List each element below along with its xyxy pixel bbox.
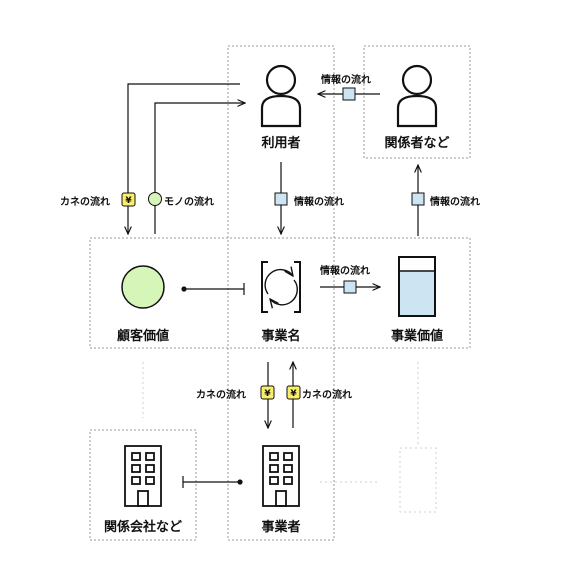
operator-building-icon: [262, 445, 300, 507]
customer-value-label: 顧客価値: [116, 329, 170, 344]
info-marker-user-to-business: [274, 192, 288, 206]
related-company-label: 関係会社など: [103, 520, 183, 535]
info-marker-stakeholders-to-user: [342, 87, 356, 101]
flow-label-goods-to-customer: モノの流れ: [164, 197, 214, 208]
placeholder-box: [399, 447, 437, 513]
stakeholders-box: [363, 45, 471, 159]
business-name-label: 事業名: [261, 329, 301, 344]
info-marker-value-to-stakeholders: [411, 192, 425, 206]
business-cycle-icon: [261, 261, 301, 313]
money-arrow-to-customer: [128, 83, 240, 234]
money-marker-to-operator: [260, 385, 275, 400]
business-value-label: 事業価値: [390, 329, 444, 344]
stakeholders-label: 関係者など: [384, 136, 450, 151]
info-marker-business-to-value: [343, 280, 357, 294]
money-marker-to-customer: [121, 192, 136, 207]
center-column-box: [227, 45, 335, 541]
money-marker-from-operator: [286, 385, 301, 400]
business-value-glass-icon: [398, 256, 436, 317]
yen-symbol-icon: ¥: [264, 389, 271, 399]
flow-label-money-to-operator: カネの流れ: [196, 390, 246, 401]
middle-row-box: [89, 237, 471, 349]
yen-symbol-icon: ¥: [290, 389, 297, 399]
user-person-icon: [260, 64, 302, 128]
customer-value-circle: [121, 265, 165, 309]
flow-label-info-user-to-business: 情報の流れ: [294, 197, 344, 208]
flow-label-money-from-operator: カネの流れ: [302, 390, 352, 401]
goods-marker-to-customer: [148, 192, 162, 206]
operator-label: 事業者: [261, 520, 301, 535]
yen-symbol-icon: ¥: [125, 196, 132, 206]
flow-label-money-to-customer: カネの流れ: [60, 197, 110, 208]
flow-label-info-business-to-value: 情報の流れ: [320, 266, 370, 277]
user-label: 利用者: [261, 136, 301, 151]
related-company-building-icon: [124, 445, 162, 507]
flow-label-info-stakeholders-to-user: 情報の流れ: [321, 75, 371, 86]
goods-arrow-to-customer: [154, 103, 245, 234]
stakeholder-person-icon: [396, 64, 438, 128]
related-company-box: [89, 429, 197, 541]
flow-label-info-value-to-stakeholders: 情報の流れ: [430, 197, 480, 208]
